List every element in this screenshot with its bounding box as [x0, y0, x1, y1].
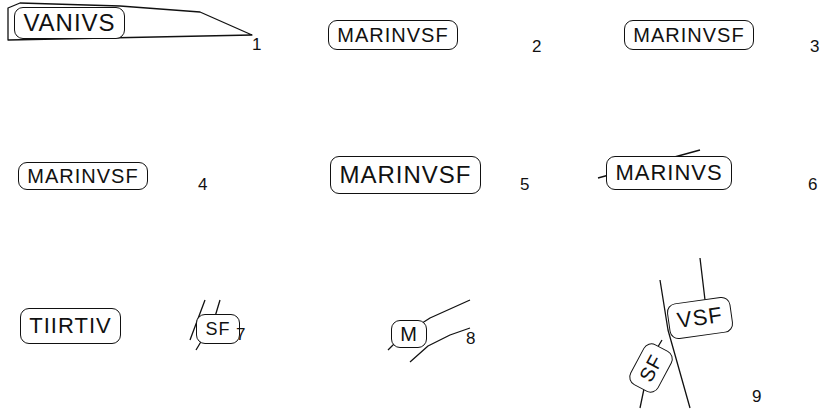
callout-number: 5 — [520, 176, 529, 193]
callout-number: 3 — [810, 38, 819, 55]
stamp-inscription: SF — [636, 351, 667, 385]
stamp-cartouche: SF — [196, 314, 240, 344]
stamp-inscription: SF — [205, 320, 230, 338]
stamp-cartouche: VSF — [666, 296, 734, 341]
stamp-cartouche: TIIRTIV — [20, 308, 121, 344]
callout-number: 9 — [752, 388, 761, 405]
callout-number: 2 — [532, 38, 541, 55]
sherd-edge — [388, 300, 470, 362]
stamp-cartouche: SF — [626, 340, 676, 396]
stamp-inscription: VANIVS — [23, 11, 115, 35]
stamp-cartouche: MARINVSF — [330, 156, 481, 194]
stamp-inscription: MARINVSF — [633, 25, 744, 45]
stamp-cartouche: MARINVSF — [328, 20, 458, 50]
callout-number: 8 — [466, 330, 475, 347]
stamp-inscription: MARINVSF — [27, 166, 138, 186]
callout-number: 4 — [198, 176, 207, 193]
stamp-cartouche: M — [391, 320, 427, 348]
stamp-inscription: VSF — [676, 304, 724, 332]
stamp-cartouche: MARINVS — [606, 156, 732, 190]
callout-number: 1 — [252, 36, 261, 53]
sherd-outline — [8, 3, 252, 40]
stamp-inscription: MARINVSF — [339, 163, 471, 187]
callout-number: 7 — [236, 326, 245, 343]
stamp-inscription: M — [400, 324, 418, 344]
callout-number: 6 — [808, 176, 817, 193]
stamp-cartouche: VANIVS — [14, 7, 125, 39]
stamp-inscription: MARINVS — [615, 162, 722, 184]
stamp-inscription: TIIRTIV — [29, 315, 111, 337]
stamp-cartouche: MARINVSF — [18, 162, 148, 190]
stamp-cartouche: MARINVSF — [624, 20, 754, 50]
stamp-inscription: MARINVSF — [337, 25, 448, 45]
